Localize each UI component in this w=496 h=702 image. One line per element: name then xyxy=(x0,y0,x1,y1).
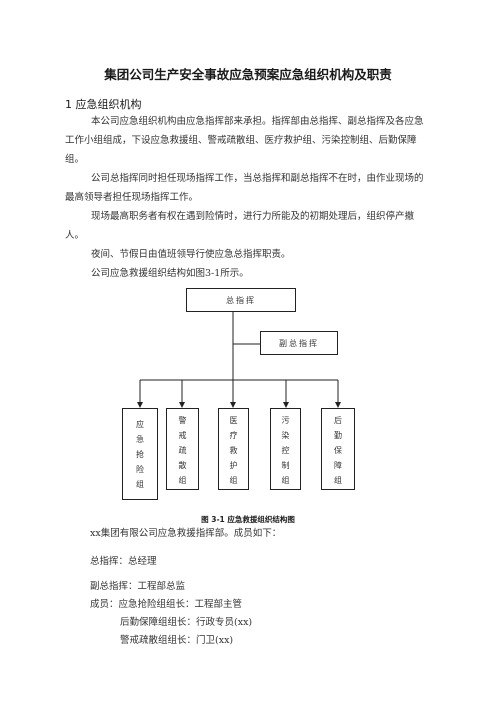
guard-line: 警戒疏散组组长：门卫(xx) xyxy=(120,635,234,646)
group-logistics-char-4: 障 xyxy=(334,461,342,470)
group-medical-char-2: 疗 xyxy=(229,431,238,440)
deputy-label: 副总指挥 xyxy=(279,338,319,348)
paragraph-5: 公司应急救援组织结构如图3-1所示。 xyxy=(91,268,249,279)
arrow-5 xyxy=(335,402,341,408)
group-logistics-char-3: 保 xyxy=(334,446,342,455)
group-rescue-char-1: 应 xyxy=(136,420,144,429)
group-evac-char-5: 组 xyxy=(178,476,187,485)
paragraph-2: 公司总指挥同时担任现场指挥工作，当总指挥和副总指挥不在时，由作业现场的最高领导者… xyxy=(65,173,424,203)
group-rescue-char-5: 组 xyxy=(136,480,144,489)
group-box-evacuation: 警 戒 疏 散 组 xyxy=(166,408,199,490)
group-box-pollution: 污 染 控 制 组 xyxy=(270,408,301,490)
group-rescue-char-4: 险 xyxy=(136,465,144,474)
members-line: 成员：应急抢险组组长：工程部主管 xyxy=(90,599,243,610)
group-box-medical: 医 疗 救 护 组 xyxy=(218,408,249,490)
commander-line: 总指挥：总经理 xyxy=(90,556,157,567)
group-pollution-char-4: 制 xyxy=(281,461,290,470)
org-chart-connectors xyxy=(137,310,341,408)
arrow-4 xyxy=(283,402,289,408)
group-evac-char-2: 戒 xyxy=(178,431,187,440)
group-logistics-char-2: 勤 xyxy=(334,431,342,440)
deputy-box: 副总指挥 xyxy=(260,331,338,355)
commander-label: 总指挥 xyxy=(226,295,256,305)
group-medical-char-5: 组 xyxy=(229,476,238,485)
section-heading: 1 应急组织机构 xyxy=(65,98,142,111)
group-pollution-char-3: 控 xyxy=(281,446,290,455)
group-pollution-char-2: 染 xyxy=(281,431,290,440)
group-box-logistics: 后 勤 保 障 组 xyxy=(321,408,355,490)
logistics-line: 后勤保障组组长：行政专员(xx) xyxy=(120,617,253,628)
org-chart: 总指挥 副总指挥 应 急 抢 险 组 警 戒 疏 散 组 医 疗 救 护 组 污… xyxy=(110,280,370,510)
arrow-2 xyxy=(179,402,185,408)
group-rescue-char-3: 抢 xyxy=(136,450,144,459)
group-box-rescue: 应 急 抢 险 组 xyxy=(122,408,158,500)
group-rescue-char-2: 急 xyxy=(136,435,144,444)
figure-caption: 图 3-1 应急救援组织结构图 xyxy=(201,515,295,524)
group-evac-char-3: 疏 xyxy=(178,446,187,455)
arrow-3 xyxy=(230,402,236,408)
paragraph-3: 现场最高职务者有权在遇到险情时，进行力所能及的初期处理后，组织停产撤人。 xyxy=(65,211,415,241)
group-pollution-char-1: 污 xyxy=(281,416,290,425)
commander-box: 总指挥 xyxy=(186,288,296,312)
group-logistics-char-1: 后 xyxy=(334,416,342,425)
deputy-line: 副总指挥：工程部总监 xyxy=(90,581,186,592)
group-medical-char-3: 救 xyxy=(229,446,238,455)
group-evac-char-1: 警 xyxy=(178,416,187,425)
group-medical-char-4: 护 xyxy=(229,461,238,470)
group-pollution-char-5: 组 xyxy=(281,476,290,485)
paragraph-4: 夜间、节假日由值班领导行使应急总指挥职责。 xyxy=(91,249,291,260)
group-medical-char-1: 医 xyxy=(229,416,238,425)
group-logistics-char-5: 组 xyxy=(334,476,342,485)
page-title: 集团公司生产安全事故应急预案应急组织机构及职责 xyxy=(104,67,392,82)
arrow-1 xyxy=(137,402,143,408)
paragraph-1: 本公司应急组织机构由应急指挥部来承担。指挥部由总指挥、副总指挥及各应急工作小组组… xyxy=(65,116,424,165)
group-evac-char-4: 散 xyxy=(178,461,187,470)
members-intro: xx集团有限公司应急救援指挥部。成员如下： xyxy=(90,528,282,539)
